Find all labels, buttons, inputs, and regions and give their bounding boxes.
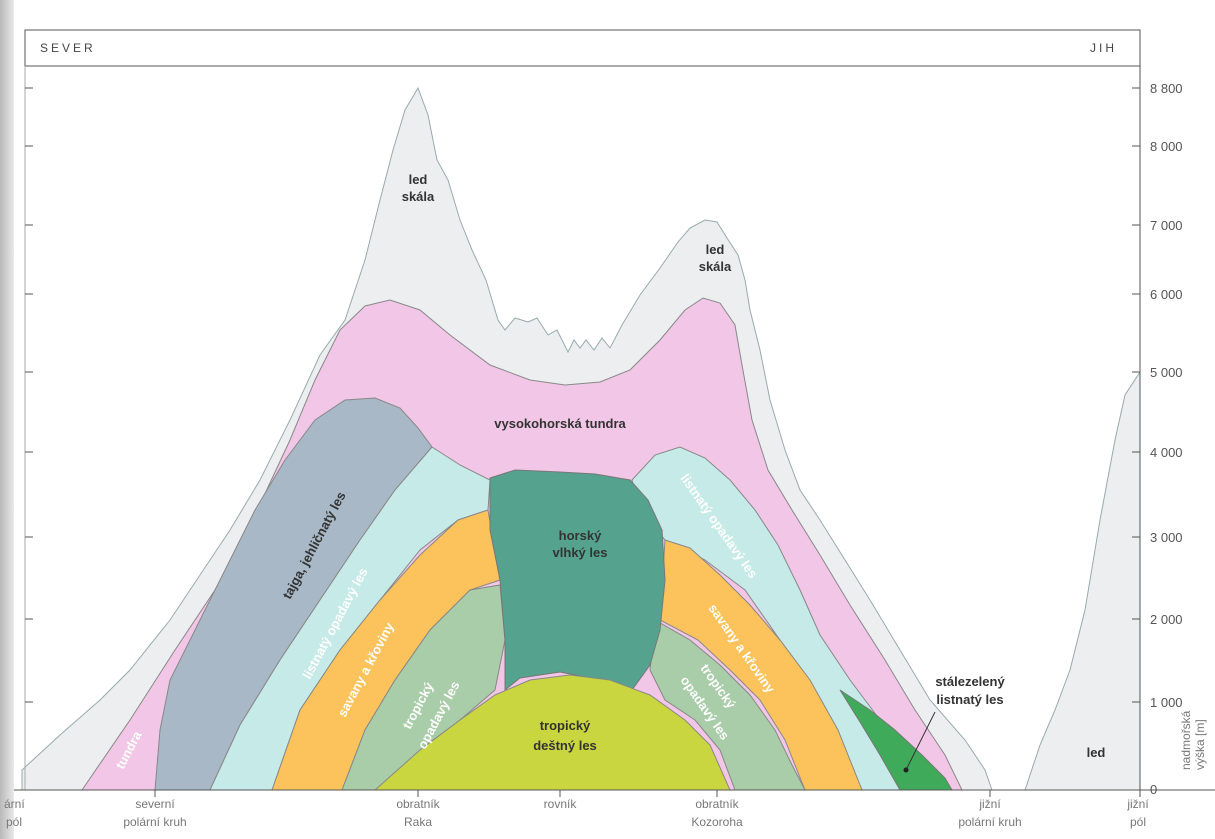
tick-label-7000: 7 000 (1150, 218, 1183, 233)
tick-label-8800: 8 800 (1150, 81, 1183, 96)
x-label-arctic-circle-1: severní (135, 797, 175, 811)
zone-label-rock-1b: skála (402, 189, 435, 204)
y-axis-title: nadmořská výška [m] (1179, 710, 1207, 770)
x-label-antarctic-circle-2: polární kruh (958, 815, 1021, 829)
x-ticks (154, 790, 1141, 797)
x-label-capricorn-2: Kozoroha (691, 815, 743, 829)
y-axis-title-line1: nadmořská (1179, 710, 1193, 770)
x-label-south-pole-1: jižní (1126, 797, 1149, 811)
header-band (24, 29, 1141, 67)
x-label-capricorn-1: obratník (695, 797, 739, 811)
zone-label-evergreen-2: listnatý les (936, 692, 1003, 707)
tick-label-5000: 5 000 (1150, 365, 1183, 380)
tick-label-8000: 8 000 (1150, 139, 1183, 154)
x-label-equator: rovník (544, 797, 578, 811)
zone-label-rainforest-2: deštný les (533, 738, 597, 753)
zone-rainforest (373, 674, 731, 791)
tick-label-6000: 6 000 (1150, 287, 1183, 302)
zone-ice-south (1024, 370, 1141, 791)
y-ticks-left (25, 87, 33, 703)
zone-label-rainforest-1: tropický (540, 718, 591, 733)
tick-label-2000: 2 000 (1150, 612, 1183, 627)
tick-label-1000: 1 000 (1150, 695, 1183, 710)
tick-label-3000: 3 000 (1150, 530, 1183, 545)
zone-label-ice-south: led (1087, 745, 1106, 760)
header-south-label: JIH (1090, 41, 1117, 55)
y-axis-title-line2: výška [m] (1193, 719, 1207, 770)
zone-label-ice-1a: led (409, 172, 428, 187)
x-label-north-pole-1: ární (4, 797, 25, 811)
tick-label-0: 0 (1150, 782, 1157, 797)
zone-label-montane-1: horský (559, 528, 602, 543)
zone-evergreen (839, 689, 953, 791)
zone-label-evergreen-1: stálezelený (935, 674, 1005, 689)
x-label-south-pole-2: pól (1130, 815, 1146, 829)
x-label-cancer-1: obratník (396, 797, 440, 811)
zone-label-montane-2: vlhký les (553, 545, 608, 560)
zone-label-ice-2a: led (706, 242, 725, 257)
book-binding-shadow (0, 0, 14, 839)
tick-label-4000: 4 000 (1150, 445, 1183, 460)
x-label-north-pole-2: pól (6, 815, 22, 829)
header-north-label: SEVER (40, 41, 96, 55)
evergreen-leader-line (905, 711, 936, 771)
zone-label-rock-2b: skála (699, 259, 732, 274)
zone-label-alpine-tundra: vysokohorská tundra (494, 416, 626, 431)
x-label-cancer-2: Raka (404, 815, 432, 829)
zone-montane-forest (489, 469, 666, 692)
evergreen-leader-dot (903, 767, 909, 773)
x-label-antarctic-circle-1: jižní (978, 797, 1001, 811)
y-ticks-right (1132, 87, 1140, 703)
x-label-arctic-circle-2: polární kruh (123, 815, 186, 829)
